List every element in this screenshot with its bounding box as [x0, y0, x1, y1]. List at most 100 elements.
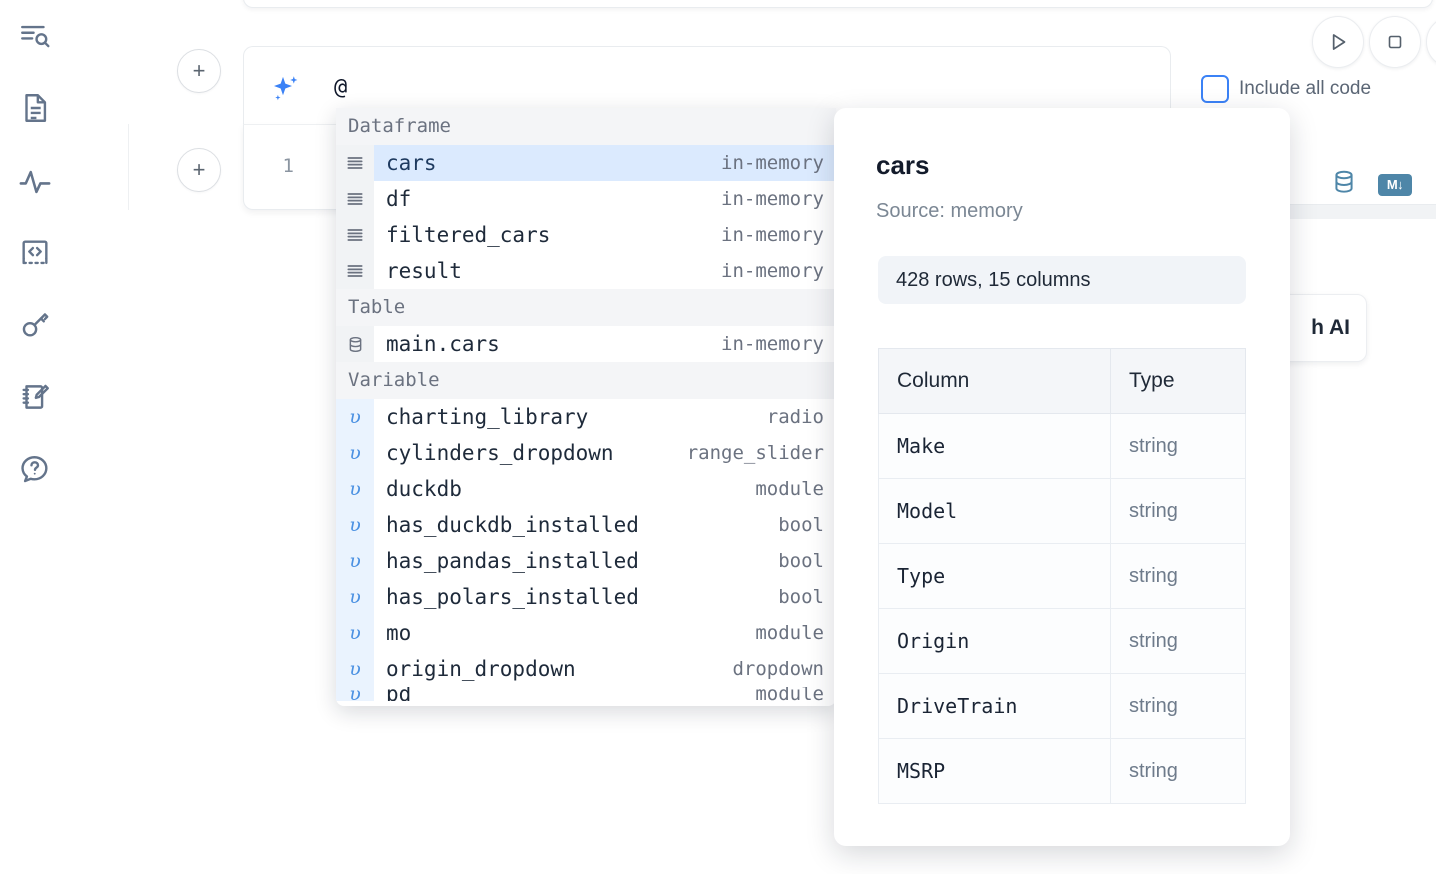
column-header: Column [878, 348, 1111, 414]
variable-icon: υ [336, 507, 374, 543]
column-name-cell: Origin [878, 608, 1111, 674]
more-actions-button[interactable] [1426, 16, 1436, 68]
ai-prompt-input[interactable] [334, 67, 1134, 107]
autocomplete-item-name: has_polars_installed [386, 585, 639, 609]
stop-button[interactable] [1369, 16, 1421, 68]
table-icon [336, 326, 374, 362]
autocomplete-group-header: Table [336, 289, 836, 326]
variable-icon: υ [336, 543, 374, 579]
preview-title: cars [876, 150, 930, 180]
column-name-cell: MSRP [878, 738, 1111, 804]
include-all-code-row[interactable]: Include all code [1201, 75, 1371, 103]
table-header-row: Column Type [878, 348, 1246, 414]
activity-icon[interactable] [14, 161, 56, 203]
variable-icon: υ [336, 687, 374, 701]
scratchpad-icon[interactable] [14, 376, 56, 418]
help-icon[interactable] [14, 448, 56, 490]
sparkle-icon [268, 73, 304, 114]
cell-gutter-divider [128, 124, 129, 210]
column-type-cell: string [1110, 543, 1246, 609]
autocomplete-item-meta: bool [778, 586, 824, 608]
autocomplete-item-meta: module [755, 687, 824, 701]
autocomplete-item-meta: module [755, 622, 824, 644]
include-all-code-checkbox[interactable] [1201, 75, 1229, 103]
preview-source: Source: memory [876, 200, 1023, 222]
column-name-cell: Model [878, 478, 1111, 544]
autocomplete-item-meta: in-memory [721, 224, 824, 246]
column-type-cell: string [1110, 673, 1246, 739]
add-cell-above-button[interactable]: + [177, 49, 221, 93]
dataframe-icon [336, 145, 374, 181]
autocomplete-item-name: pd [386, 687, 412, 701]
autocomplete-item-name: result [386, 259, 462, 283]
autocomplete-item-meta: dropdown [732, 658, 824, 680]
cell-action-icons: M↓ [1330, 168, 1412, 201]
dataframe-preview-panel: cars Source: memory 428 rows, 15 columns… [834, 108, 1290, 846]
autocomplete-group-header: Variable [336, 362, 836, 399]
add-cell-below-button[interactable]: + [177, 148, 221, 192]
previous-cell-stub [243, 0, 1433, 8]
autocomplete-item-meta: in-memory [721, 188, 824, 210]
column-name-cell: DriveTrain [878, 673, 1111, 739]
autocomplete-group-header: Dataframe [336, 108, 836, 145]
autocomplete-item-meta: in-memory [721, 145, 836, 181]
document-icon[interactable] [14, 87, 56, 129]
autocomplete-item-meta: in-memory [721, 333, 824, 355]
variable-icon: υ [336, 615, 374, 651]
dataframe-icon [336, 181, 374, 217]
run-button[interactable] [1312, 16, 1364, 68]
autocomplete-item-name: df [386, 187, 412, 211]
code-snippet-icon[interactable] [14, 232, 56, 274]
line-number: 1 [282, 155, 294, 177]
variable-icon: υ [336, 579, 374, 615]
variable-icon: υ [336, 471, 374, 507]
autocomplete-item-name: duckdb [386, 477, 462, 501]
markdown-icon[interactable]: M↓ [1378, 173, 1412, 196]
generate-with-ai-label: h AI [1311, 316, 1350, 339]
autocomplete-item[interactable]: υ origin_dropdown dropdown [336, 651, 836, 687]
file-explorer-icon[interactable] [14, 16, 56, 58]
database-icon[interactable] [1330, 168, 1358, 201]
autocomplete-item-name: cylinders_dropdown [386, 441, 614, 465]
variable-icon: υ [336, 651, 374, 687]
autocomplete-item-name: mo [386, 621, 412, 645]
type-header: Type [1110, 348, 1246, 414]
dataframe-icon [336, 253, 374, 289]
dataframe-icon [336, 217, 374, 253]
autocomplete-item-name: main.cars [386, 332, 500, 356]
autocomplete-item-name: has_pandas_installed [386, 549, 639, 573]
key-icon[interactable] [14, 304, 56, 346]
column-type-cell: string [1110, 738, 1246, 804]
variable-icon: υ [336, 399, 374, 435]
autocomplete-item-name: charting_library [386, 405, 589, 429]
column-name-cell: Make [878, 413, 1111, 479]
autocomplete-item[interactable]: υ has_polars_installed bool [336, 579, 836, 615]
autocomplete-item-meta: bool [778, 514, 824, 536]
plus-icon: + [192, 157, 206, 182]
plus-icon: + [192, 58, 206, 83]
autocomplete-item-name: cars [374, 145, 722, 181]
column-name-cell: Type [878, 543, 1111, 609]
autocomplete-item-name: origin_dropdown [386, 657, 576, 681]
autocomplete-item[interactable]: df in-memory [336, 181, 836, 217]
autocomplete-item[interactable]: main.cars in-memory [336, 326, 836, 362]
include-all-code-label: Include all code [1239, 78, 1372, 99]
autocomplete-item-meta: module [755, 478, 824, 500]
